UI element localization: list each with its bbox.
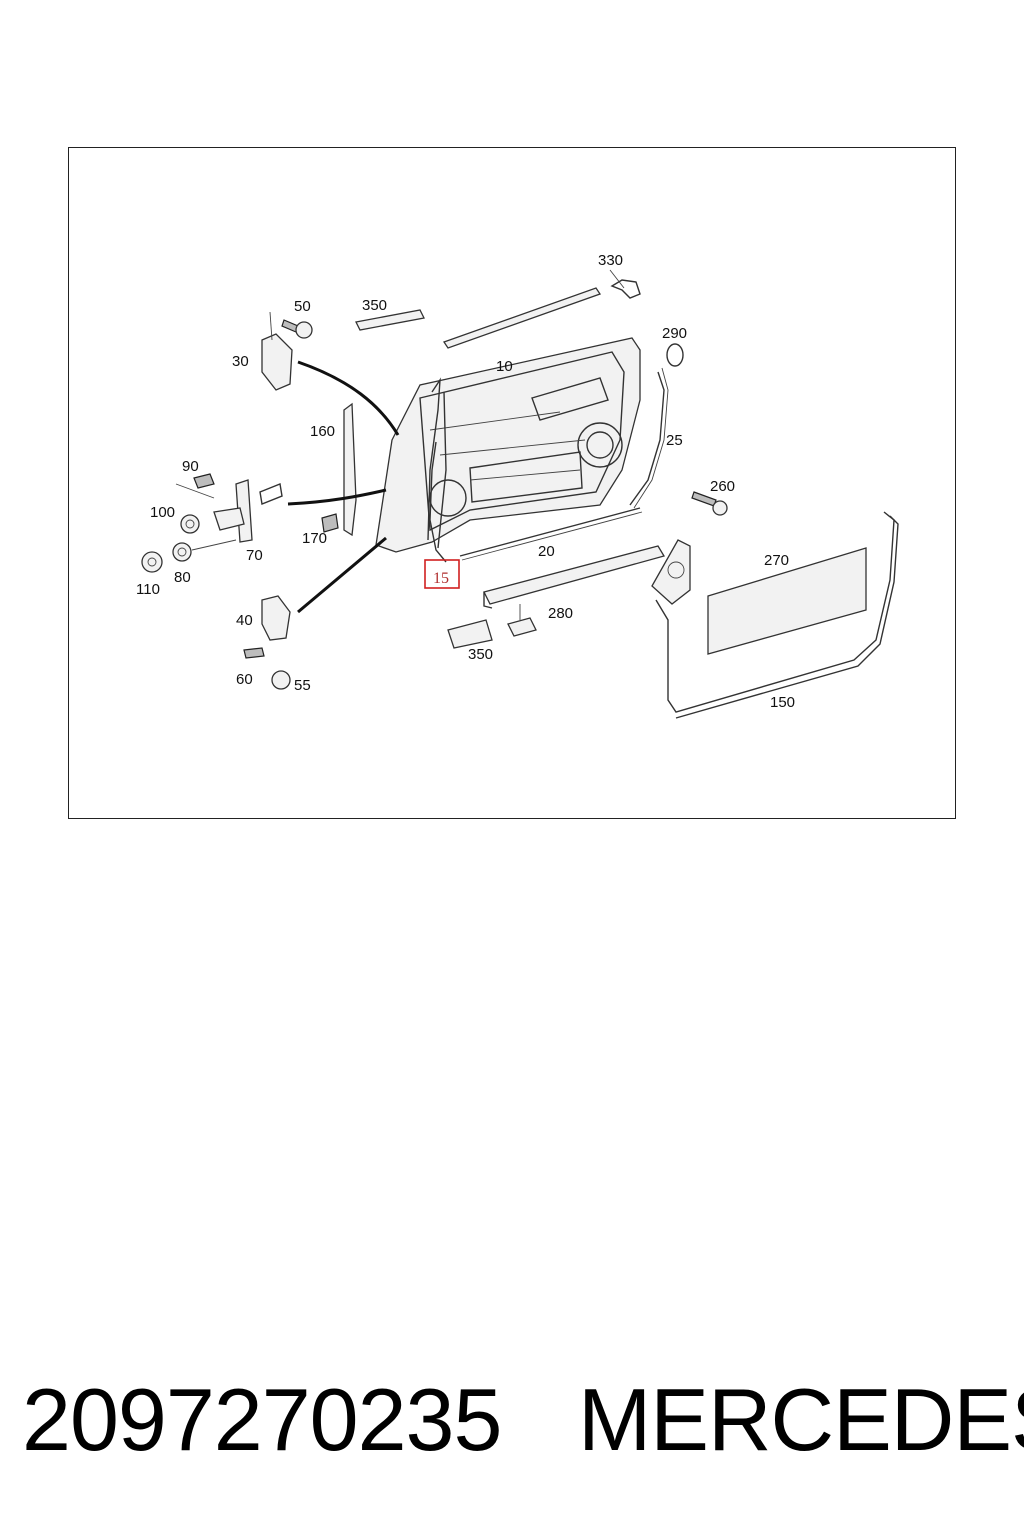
footer: 2097270235 MERCEDES (22, 1365, 1024, 1475)
part-160-strip (343, 402, 357, 537)
part-30-upper-hinge (261, 311, 293, 391)
part-55-nut (271, 670, 291, 690)
callout-290: 330 (598, 252, 623, 269)
callout-50: 50 (294, 298, 311, 315)
callout-40: 40 (236, 612, 253, 629)
part-60-bolt (243, 647, 265, 659)
brand-name: MERCEDES (578, 1370, 1024, 1469)
diagram-frame (68, 147, 956, 819)
highlighted-callout-15: 15 (424, 559, 460, 589)
callout-110: 110 (136, 581, 160, 598)
callout-70: 70 (246, 547, 263, 564)
callout-25: 25 (666, 432, 683, 449)
callout-20: 20 (538, 543, 555, 560)
part-260-fastener (691, 491, 728, 516)
callout-30: 30 (232, 353, 249, 370)
callout-80: 80 (174, 569, 191, 586)
callout-100: 100 (150, 504, 175, 521)
callout-90: 90 (182, 458, 199, 475)
callout-10: 10 (496, 358, 513, 375)
part-320-grommet (666, 343, 684, 367)
part-70-door-check (213, 479, 283, 543)
part-25-rear-seal (629, 367, 669, 509)
part-50-bolt (281, 319, 313, 339)
part-330-pad (355, 309, 425, 331)
callout-280: 280 (548, 605, 573, 622)
part-350-cover (447, 619, 493, 649)
callout-350-label: 350 (468, 646, 493, 663)
callout-160: 160 (310, 423, 335, 440)
assembly-arrows (287, 360, 400, 614)
callout-150: 150 (770, 694, 795, 711)
part-20-lower-seal (459, 507, 643, 561)
part-100-nut (180, 514, 200, 534)
part-290-window-strip (442, 269, 641, 349)
part-280-clip (507, 604, 537, 637)
part-40-lower-hinge (261, 595, 291, 641)
callout-60: 60 (236, 671, 253, 688)
callout-330: 350 (362, 297, 387, 314)
callout-55: 55 (294, 677, 311, 694)
part-10-door-shell (375, 337, 641, 553)
callout-170: 170 (302, 530, 327, 547)
part-170-cap (321, 513, 339, 533)
part-110-nut (141, 551, 163, 573)
part-270-foil (707, 547, 867, 655)
callout-15: 15 (433, 570, 449, 587)
part-sill-rail (483, 545, 665, 609)
part-150-outer-seal (651, 511, 899, 719)
callout-270: 270 (764, 552, 789, 569)
highlight-box (424, 559, 460, 589)
callout-260: 260 (710, 478, 735, 495)
part-15-seal (429, 441, 447, 563)
part-number: 2097270235 (22, 1370, 502, 1469)
callout-320: 290 (662, 325, 687, 342)
parts-diagram: 330 350 50 290 30 10 160 25 90 260 100 1… (136, 252, 899, 719)
part-80-nut (172, 539, 237, 562)
part-90-bolt (175, 473, 215, 499)
